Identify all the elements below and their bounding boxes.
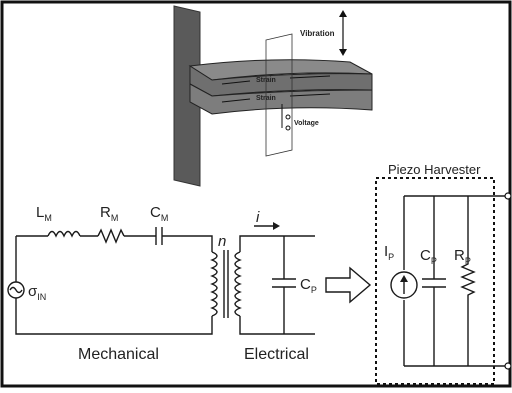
section-plane [265, 33, 293, 157]
mechanical-circuit [7, 225, 315, 335]
cm-label: CM [150, 204, 168, 223]
cantilever-illustration: Strain Strain Voltage Vibration [173, 5, 373, 187]
transformer-ratio-label: n [218, 233, 226, 250]
cp-harvester-label: CP [420, 247, 437, 266]
transformer-core [223, 250, 229, 318]
strain-arrow-right-lower [289, 93, 331, 97]
source-wave [9, 286, 23, 294]
vibration-arrow-up [339, 10, 347, 17]
strain-arrow-right-upper [289, 75, 331, 79]
cp-electrical-label: CP [300, 276, 317, 295]
capacitor-cp-harvester [422, 196, 446, 366]
clamp-wall [173, 5, 201, 187]
ip-label: IP [384, 243, 394, 262]
inductor-lm [47, 230, 81, 238]
beam-lower-layer [189, 83, 373, 115]
transformer-secondary [234, 251, 242, 317]
sigma-in-label: σIN [28, 283, 46, 302]
wire-top-4 [162, 235, 213, 252]
harvester-title: Piezo Harvester [388, 162, 481, 177]
lm-label: LM [36, 204, 52, 223]
current-arrow-head [273, 222, 280, 230]
rp-label: RP [454, 247, 471, 266]
voltage-terminal-minus [285, 125, 291, 131]
resistor-rm [97, 228, 125, 244]
voltage-terminal-plus [285, 114, 291, 120]
equivalence-arrow [325, 266, 372, 304]
wire-electrical-bottom [239, 316, 315, 335]
capacitor-cp-electrical [272, 236, 296, 334]
strain-arrow-left-upper [221, 80, 251, 85]
resistor-rp [460, 196, 476, 366]
wire-bottom [15, 298, 213, 335]
ip-arrow-head [400, 275, 408, 282]
voltage-label: Voltage [294, 120, 319, 127]
current-label: i [256, 209, 260, 226]
rm-label: RM [100, 204, 118, 223]
electrical-label: Electrical [244, 346, 309, 363]
transformer-primary [210, 251, 218, 317]
wire-electrical-top [239, 235, 315, 252]
output-terminal-bottom [504, 362, 512, 370]
vibration-arrow-down [339, 49, 347, 56]
vibration-label: Vibration [300, 29, 335, 38]
mechanical-label: Mechanical [78, 346, 159, 363]
harvester-circuit [390, 195, 510, 367]
current-source-ip [390, 271, 418, 299]
output-terminal-top [504, 192, 512, 200]
strain-arrow-left-lower [221, 98, 251, 103]
